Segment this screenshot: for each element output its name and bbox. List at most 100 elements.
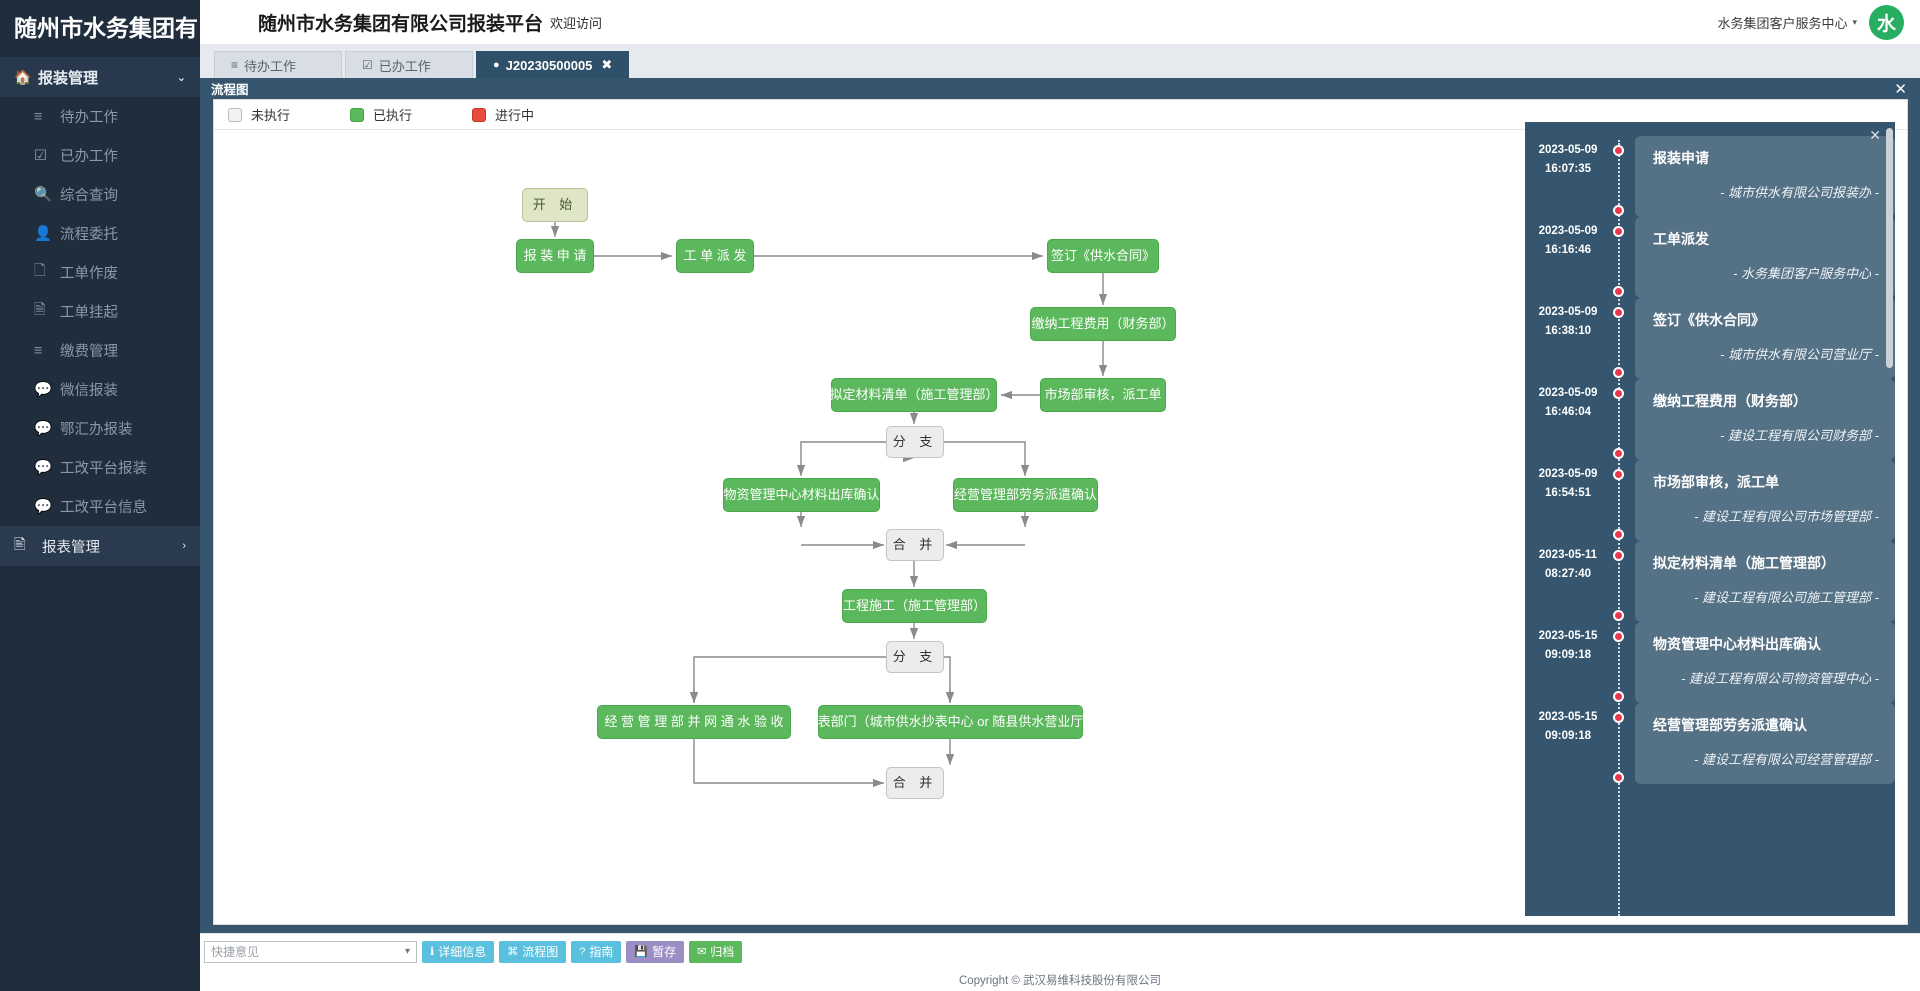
sidebar-item-label: 工单作废 [60,266,118,282]
timeline-card[interactable]: 拟定材料清单（施工管理部）- 建设工程有限公司施工管理部 - [1635,541,1895,622]
flow-node-start[interactable]: 开 始 [522,188,588,222]
timeline-clock: 16:07:35 [1544,163,1592,175]
sidebar-item-7[interactable]: ≡缴费管理 [0,331,200,370]
flow-node-build[interactable]: 工程施工（施工管理部） [842,589,987,623]
home-icon: 🏠 [14,68,32,85]
toolbar-button-2[interactable]: ⌘流程图 [499,940,567,963]
flow-node-accept[interactable]: 经 营 管 理 部 并 网 通 水 验 收 [597,705,791,739]
chevron-down-icon: ⌄ [176,71,186,84]
tab-label: 已办工作 [378,58,431,74]
timeline-date: 2023-05-09 [1538,144,1598,156]
sidebar-item-4[interactable]: 👤流程委托 [0,214,200,253]
close-icon[interactable]: ✕ [1894,80,1907,98]
sidebar-item-1[interactable]: ≡待办工作 [0,97,200,136]
timeline-card-title: 市场部审核，派工单 [1653,474,1779,490]
quick-opinion-select[interactable]: 快捷意见 ▾ [204,940,417,963]
close-icon[interactable]: ✖ [601,57,613,72]
timeline-dot-icon [1613,469,1624,480]
timeline-card[interactable]: 签订《供水合同》- 城市供水有限公司营业厅 - [1635,298,1895,379]
flow-node-br2[interactable]: 分 支 [886,641,944,673]
sidebar-item-label: 工改平台信息 [60,500,147,516]
flow-node-apply[interactable]: 报 装 申 请 [516,239,594,273]
sidebar-item-5[interactable]: 🗋 工单作废 [0,253,200,292]
user-name: 水务集团客户服务中心 [1717,15,1848,31]
timeline-card[interactable]: 报装申请- 城市供水有限公司报装办 - [1635,136,1895,217]
toolbar-button-label: 指南 [589,945,614,959]
sidebar-item-3[interactable]: 🔍综合查询 [0,175,200,214]
header-user-area[interactable]: 水务集团客户服务中心 ▾ 水 [1717,4,1920,40]
avatar[interactable]: 水 [1869,4,1904,40]
timeline-date: 2023-05-09 [1538,225,1598,237]
file-icon: 🗋 [34,263,46,279]
flow-node-market[interactable]: 市场部审核，派工单 [1040,378,1166,412]
toolbar-button-5[interactable]: ✉归档 [689,940,743,963]
sidebar-item-label: 缴费管理 [60,344,118,360]
flow-node-mg2[interactable]: 合 并 [886,767,944,799]
legend-swatch [228,107,242,122]
timeline-dot-icon [1613,388,1624,399]
sidebar-item-label: 工单挂起 [60,305,118,321]
flow-node-sign[interactable]: 签订《供水合同》 [1047,239,1159,273]
flow-node-label: 经 营 管 理 部 并 网 通 水 验 收 [604,713,784,729]
toolbar-button-3[interactable]: ?指南 [571,940,622,963]
timeline-entry: 2023-05-09 16:07:35 报装申请- 城市供水有限公司报装办 - [1525,136,1895,217]
flow-node-label: 分 支 [892,648,938,664]
sidebar-item-8[interactable]: 💬微信报装 [0,370,200,409]
timeline-card[interactable]: 缴纳工程费用（财务部）- 建设工程有限公司财务部 - [1635,379,1895,460]
timeline-card[interactable]: 市场部审核，派工单- 建设工程有限公司市场管理部 - [1635,460,1895,541]
toolbar-button-4[interactable]: 💾暂存 [626,940,685,963]
flow-node-meter[interactable]: 抄表部门（城市供水抄表中心 or 随县供水营业厅） [805,705,1096,739]
timeline-card[interactable]: 经营管理部劳务派遣确认- 建设工程有限公司经营管理部 - [1635,703,1895,784]
sidebar-item-10[interactable]: 💬工改平台报装 [0,448,200,487]
timeline-card[interactable]: 工单派发- 水务集团客户服务中心 - [1635,217,1895,298]
flow-node-wuzi[interactable]: 物资管理中心材料出库确认 [723,478,880,512]
flow-node-disp[interactable]: 工 单 派 发 [676,239,754,273]
sidebar-item-2[interactable]: ☑已办工作 [0,136,200,175]
sidebar-menu-root[interactable]: 🏠 报装管理 ⌄ [0,57,200,97]
flow-node-matlist[interactable]: 拟定材料清单（施工管理部） [830,378,999,412]
brand-title: 随州市水务集团有 [0,0,200,57]
legend-item-prog: 进行中 [472,105,534,124]
sidebar-item-11[interactable]: 💬工改平台信息 [0,487,200,526]
legend-label: 进行中 [495,108,535,123]
timeline-scrollbar[interactable] [1886,128,1893,368]
flow-node-label: 缴纳工程费用（财务部） [1031,315,1175,331]
sidebar-item-6[interactable]: 🗎工单挂起 [0,292,200,331]
sidebar-item-report[interactable]: 🖹 报表管理 › [0,526,200,566]
tab-3[interactable]: ●J20230500005✖ [476,51,630,78]
sidebar-menu-root-label: 报装管理 [38,69,99,87]
legend-label: 未执行 [251,108,291,123]
sidebar-item-9[interactable]: 💬鄂汇办报装 [0,409,200,448]
timeline-time: 2023-05-09 16:07:35 [1525,136,1611,217]
flow-node-fee[interactable]: 缴纳工程费用（财务部） [1030,307,1176,341]
timeline-card[interactable]: 物资管理中心材料出库确认- 建设工程有限公司物资管理中心 - [1635,622,1895,703]
tab-1[interactable]: ≡待办工作 [214,51,342,78]
timeline-dot-icon [1613,367,1624,378]
timeline-dot-icon [1613,772,1624,783]
list-icon: ≡ [34,108,43,125]
timeline-card-title: 工单派发 [1653,231,1709,247]
flow-diagram: 开 始报 装 申 请 工 单 派 发 签订《供水合同》缴纳工程费用（财务部） 市场部审… [214,131,1907,924]
flow-node-br1[interactable]: 分 支 [886,426,944,458]
timeline-axis [1618,140,1620,916]
flow-node-jingy[interactable]: 经营管理部劳务派遣确认 [953,478,1098,512]
tab-2[interactable]: ☑已办工作 [345,51,473,78]
sidebar-nav-list: ≡待办工作☑已办工作🔍综合查询👤流程委托🗋工单作废🗎工单挂起≡缴费管理💬微信报装… [0,97,200,526]
flow-node-label: 报 装 申 请 [523,247,587,263]
timeline-clock: 16:46:04 [1544,406,1592,418]
timeline-card-title: 缴纳工程费用（财务部） [1653,393,1807,409]
check-square-icon: ☑ [34,147,47,164]
flow-node-mg1[interactable]: 合 并 [886,529,944,561]
timeline-card-actor: - 建设工程有限公司物资管理中心 - [1681,671,1879,686]
close-icon[interactable]: ✕ [1869,127,1881,143]
timeline-clock: 16:54:51 [1544,487,1592,499]
flow-node-label: 工 单 派 发 [683,247,747,263]
